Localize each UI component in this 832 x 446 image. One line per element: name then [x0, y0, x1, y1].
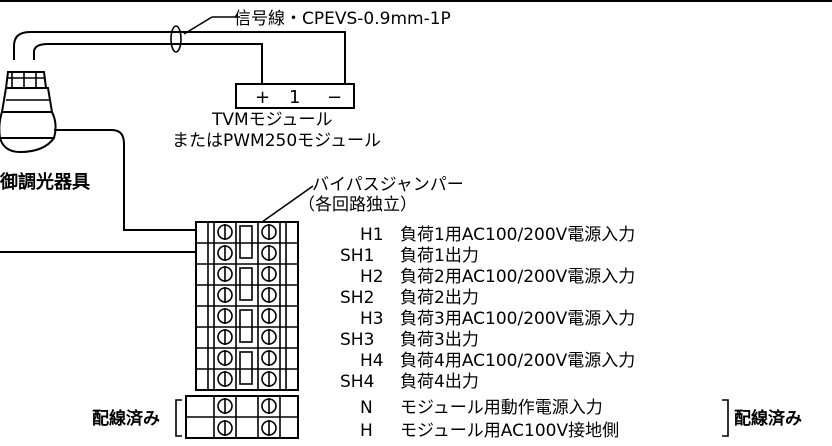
- cable-label: 信号線・CPEVS-0.9mm-1P: [234, 9, 451, 29]
- bypass-jumper-icons: [239, 225, 253, 385]
- terminal-desc-h1: 負荷1用AC100/200V電源入力: [400, 225, 635, 245]
- terminal-desc-sh4: 負荷4出力: [400, 372, 479, 392]
- terminal-code-h1: H1: [360, 225, 384, 245]
- fixture-icon: [0, 71, 57, 154]
- terminal-code-h2: H2: [360, 267, 384, 287]
- terminal-desc-n: モジュール用動作電源入力: [400, 398, 603, 418]
- terminal-code-sh4: SH4: [340, 372, 374, 392]
- module-name-line1: TVMモジュール: [211, 110, 333, 130]
- jumper-label-line1: バイパスジャンパー: [312, 175, 464, 195]
- terminal-desc-h3: 負荷3用AC100/200V電源入力: [400, 309, 635, 329]
- terminal-desc-sh2: 負荷2出力: [400, 288, 479, 308]
- terminal-code-sh3: SH3: [340, 330, 374, 350]
- terminal-code-h3: H3: [360, 309, 384, 329]
- cable-sheath-icon: [170, 25, 182, 53]
- module-terminal-block: [235, 83, 355, 109]
- terminal-block: [195, 221, 299, 391]
- module-plus-label: +: [255, 87, 270, 108]
- module-minus-label: −: [327, 87, 342, 108]
- signal-wire-outer: [13, 31, 346, 84]
- terminal-code-n: N: [360, 398, 373, 418]
- fixture-wire: [54, 129, 196, 231]
- module-power-terminal-block: [185, 395, 299, 439]
- signal-wire-inner: [33, 43, 263, 84]
- wired-bracket-right: [722, 399, 729, 437]
- jumper-label-leader: [261, 185, 314, 223]
- module-number-label: 1: [289, 87, 300, 108]
- screw-terminals-right: [261, 224, 277, 387]
- screw-terminals-left: [217, 224, 233, 387]
- fixture-label: 御調光器具: [0, 171, 90, 193]
- terminal-code-h4: H4: [360, 351, 384, 371]
- module-name-line2: またはPWM250モジュール: [172, 131, 381, 151]
- terminal-desc-h2: 負荷2用AC100/200V電源入力: [400, 267, 635, 287]
- wired-bracket-left: [175, 399, 182, 437]
- terminal-code-sh1: SH1: [340, 246, 374, 266]
- jumper-label-line2: （各回路独立）: [298, 195, 417, 215]
- terminal-code-h: H: [360, 421, 373, 441]
- terminal-code-sh2: SH2: [340, 288, 374, 308]
- terminal-desc-h: モジュール用AC100V接地側: [400, 421, 619, 441]
- wired-label-right: 配線済み: [734, 408, 802, 429]
- wired-label-left: 配線済み: [92, 408, 160, 429]
- terminal-desc-sh3: 負荷3出力: [400, 330, 479, 350]
- terminal-desc-sh1: 負荷1出力: [400, 246, 479, 266]
- cable-label-leader: [183, 16, 213, 35]
- terminal-desc-h4: 負荷4用AC100/200V電源入力: [400, 351, 635, 371]
